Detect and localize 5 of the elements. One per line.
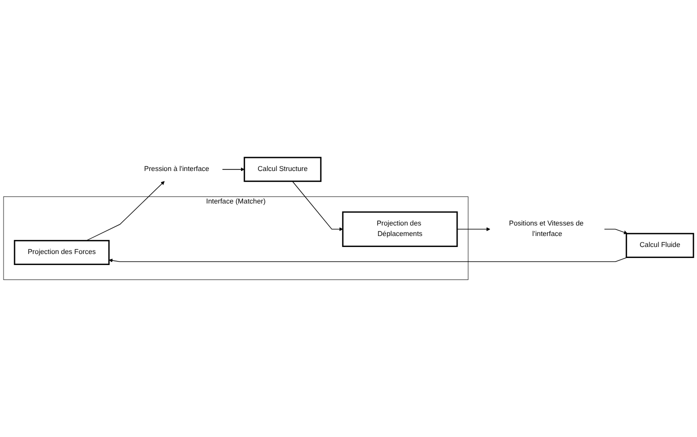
arrow: [222, 167, 245, 172]
arrow: [108, 256, 628, 262]
arrow: [292, 180, 343, 231]
arrow: [604, 228, 628, 234]
arrow: [456, 227, 490, 231]
